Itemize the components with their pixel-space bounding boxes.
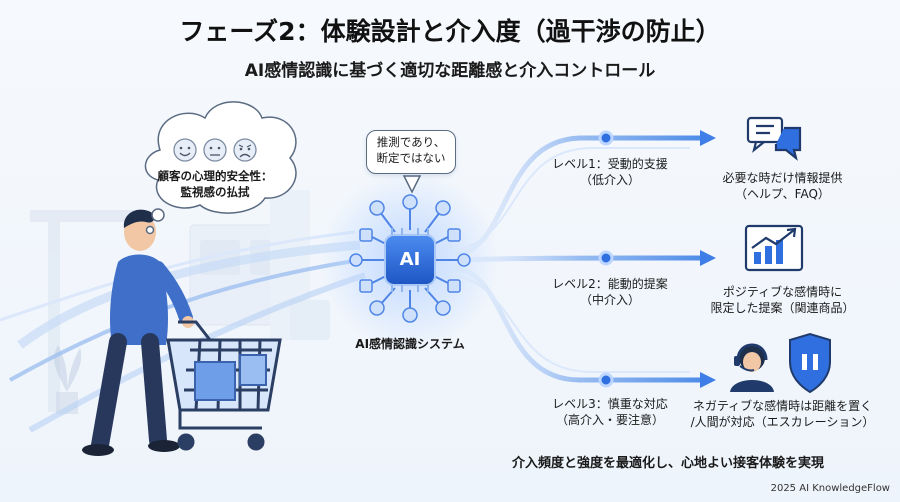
ai-chip-label: AI <box>399 249 421 270</box>
level2-label-line2: （中介入） <box>579 293 640 307</box>
copyright-text: 2025 AI KnowledgeFlow <box>770 483 890 494</box>
shopper-illustration <box>82 209 194 456</box>
arrow-head-level1 <box>700 130 716 146</box>
level2-result-line1: ポジティブな感情時に <box>722 285 843 299</box>
arrow-head-level2 <box>700 250 716 266</box>
speech-line-2: 断定ではない <box>376 151 446 165</box>
neutral-face-icon <box>203 138 227 162</box>
level3-result-line2: /人間が対応（エスカレーション） <box>690 415 875 429</box>
page-subtitle: AI感情認識に基づく適切な距離感と介入コントロール <box>244 61 656 81</box>
node-level2 <box>598 250 614 266</box>
node-level3 <box>598 372 614 388</box>
shield-icon <box>789 332 831 394</box>
worried-face-icon <box>233 138 257 162</box>
level2-label: レベル2：能動的提案 （中介入） <box>535 276 685 308</box>
level1-result: 必要な時だけ情報提供 （ヘルプ、FAQ） <box>700 170 865 202</box>
thought-line-2: 監視感の払拭 <box>180 185 250 199</box>
ai-system-caption: AI感情認識システム <box>355 337 465 351</box>
level3-label: レベル3：慎重な対応 （高介入・要注意） <box>535 396 685 428</box>
level2-label-line1: レベル2：能動的提案 <box>552 277 668 291</box>
level3-label-line1: レベル3：慎重な対応 <box>552 397 668 411</box>
level1-label-line2: （低介入） <box>579 173 640 187</box>
thought-bubble-text: 顧客の心理的安全性： 監視感の払拭 <box>150 168 280 200</box>
level1-label-line1: レベル1：受動的支援 <box>552 157 668 171</box>
shopping-cart-icon <box>166 320 282 451</box>
level1-result-line2: （ヘルプ、FAQ） <box>735 187 830 201</box>
thought-line-1: 顧客の心理的安全性： <box>157 169 273 183</box>
happy-face-icon <box>173 138 197 162</box>
chat-bubbles-icon <box>746 116 802 161</box>
level3-result-line1: ネガティブな感情時は距離を置く <box>692 399 873 413</box>
level2-result: ポジティブな感情時に 限定した提案（関連商品） <box>700 284 865 316</box>
flow-paths <box>454 135 701 383</box>
growth-chart-icon <box>744 224 804 272</box>
arrow-head-level3 <box>700 372 716 388</box>
speech-bubble-tail <box>402 175 422 194</box>
support-agent-icon <box>730 343 774 392</box>
level2-result-line2: 限定した提案（関連商品） <box>710 301 855 315</box>
ai-chip-icon <box>349 194 471 323</box>
level1-result-line1: 必要な時だけ情報提供 <box>722 171 843 185</box>
speech-bubble: 推測であり、 断定ではない <box>366 130 456 174</box>
node-level1 <box>598 130 614 146</box>
level1-label: レベル1：受動的支援 （低介入） <box>535 156 685 188</box>
page-title: フェーズ2：体験設計と介入度（過干渉の防止） <box>179 17 721 46</box>
footer-message: 介入頻度と強度を最適化し、心地よい接客体験を実現 <box>512 456 825 471</box>
level3-result: ネガティブな感情時は距離を置く /人間が対応（エスカレーション） <box>680 398 885 430</box>
level3-label-line2: （高介入・要注意） <box>555 413 664 427</box>
speech-line-1: 推測であり、 <box>376 135 446 149</box>
